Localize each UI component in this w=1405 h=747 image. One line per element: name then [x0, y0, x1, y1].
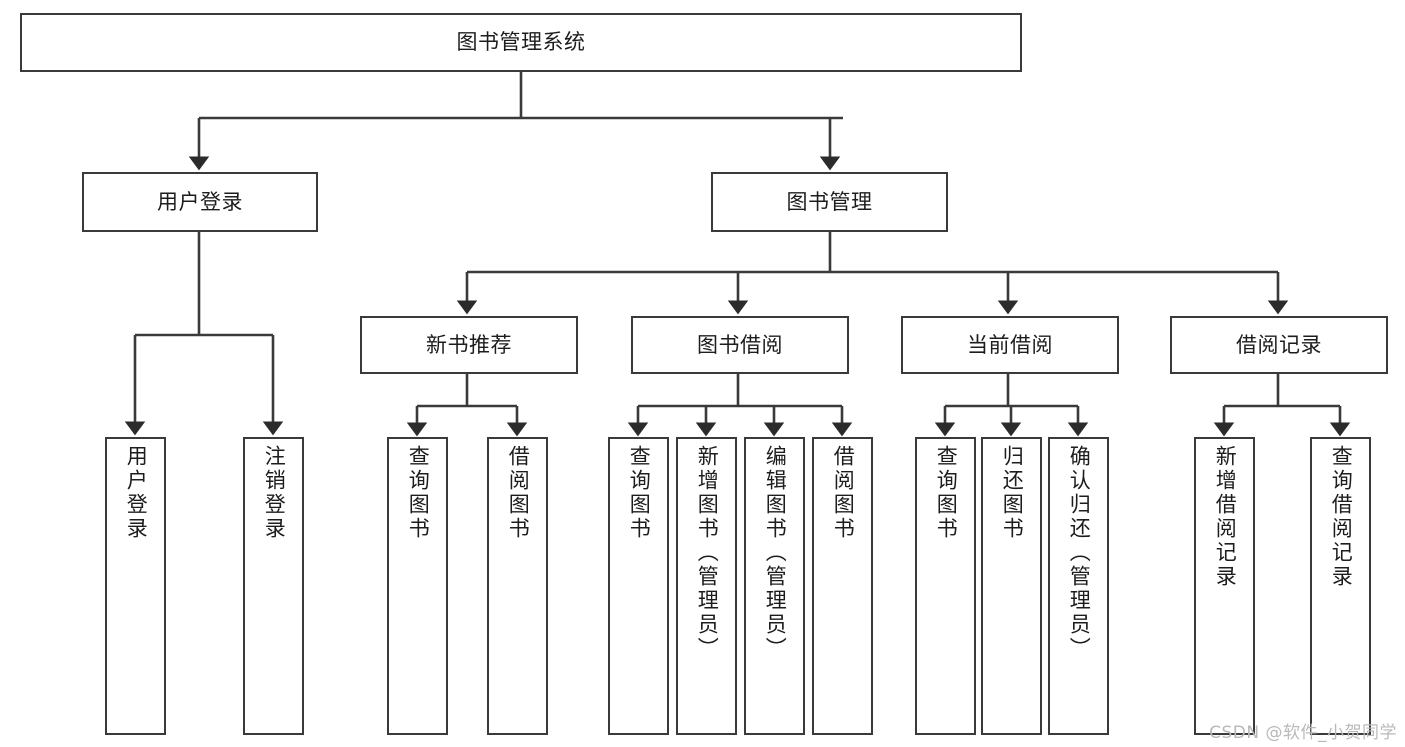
node-borrow-record[interactable]: 借阅记录 — [1170, 316, 1388, 374]
node-label: 用户登录 — [124, 445, 149, 541]
node-label: 新增借阅记录 — [1213, 445, 1238, 589]
leaf-current-borrow-return[interactable]: 归还图书 — [981, 437, 1042, 735]
node-book-management[interactable]: 图书管理 — [711, 172, 948, 232]
node-label: 当前借阅 — [967, 332, 1053, 357]
node-label: 图书管理系统 — [456, 30, 586, 54]
node-label: 注销登录 — [262, 445, 287, 541]
leaf-current-borrow-confirm-return[interactable]: 确认归还（管理员） — [1048, 437, 1109, 735]
leaf-user-login-logout[interactable]: 注销登录 — [243, 437, 304, 735]
leaf-borrow-record-query[interactable]: 查询借阅记录 — [1310, 437, 1371, 735]
node-label: 图书管理 — [786, 189, 873, 214]
node-root-book-management-system[interactable]: 图书管理系统 — [20, 13, 1022, 72]
node-new-book-recommend[interactable]: 新书推荐 — [360, 316, 578, 374]
node-current-borrow[interactable]: 当前借阅 — [901, 316, 1119, 374]
leaf-borrow-record-add[interactable]: 新增借阅记录 — [1194, 437, 1255, 735]
node-label: 查询借阅记录 — [1329, 445, 1354, 589]
leaf-user-login-login[interactable]: 用户登录 — [105, 437, 166, 735]
node-label: 查询图书 — [934, 445, 959, 541]
node-label: 借阅记录 — [1236, 332, 1322, 357]
leaf-new-book-query[interactable]: 查询图书 — [387, 437, 448, 735]
leaf-book-borrow-borrow[interactable]: 借阅图书 — [812, 437, 873, 735]
node-label: 用户登录 — [157, 189, 243, 214]
node-label: 新书推荐 — [426, 332, 512, 357]
leaf-book-borrow-add[interactable]: 新增图书（管理员） — [676, 437, 737, 735]
node-label: 归还图书 — [1000, 445, 1025, 541]
leaf-new-book-borrow[interactable]: 借阅图书 — [487, 437, 548, 735]
leaf-book-borrow-edit[interactable]: 编辑图书（管理员） — [744, 437, 805, 735]
node-label: 确认归还（管理员） — [1067, 445, 1092, 661]
leaf-current-borrow-query[interactable]: 查询图书 — [915, 437, 976, 735]
node-book-borrow[interactable]: 图书借阅 — [631, 316, 849, 374]
node-user-login[interactable]: 用户登录 — [82, 172, 318, 232]
node-label: 新增图书（管理员） — [695, 445, 720, 661]
node-label: 图书借阅 — [697, 332, 783, 357]
node-label: 编辑图书（管理员） — [763, 445, 788, 661]
leaf-book-borrow-query[interactable]: 查询图书 — [608, 437, 669, 735]
node-label: 借阅图书 — [506, 445, 531, 541]
node-label: 查询图书 — [406, 445, 431, 541]
node-label: 查询图书 — [627, 445, 652, 541]
node-label: 借阅图书 — [831, 445, 856, 541]
